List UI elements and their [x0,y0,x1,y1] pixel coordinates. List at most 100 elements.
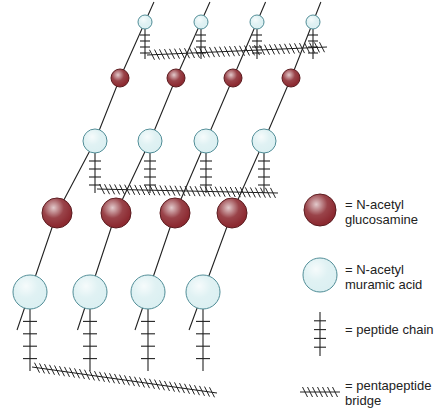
bridge-hash [295,43,300,53]
muramic-acid-circle [306,15,320,29]
bridge-hash [200,48,205,58]
bridge-hash [320,42,325,52]
peptide-tick [89,160,101,161]
bridge-hash [110,184,115,194]
bridge-hash [180,186,185,196]
bridge-hash [255,45,260,55]
bridge-hash [60,366,65,376]
bridge-hash [260,188,265,198]
peptide-tick [196,40,206,41]
bridge-hash [190,384,195,394]
muramic-acid-circle [13,275,47,309]
bridge-hash [175,382,180,392]
bridge-hash [290,44,295,54]
circle-shine [132,276,165,309]
peptide-tick [141,321,155,322]
bridge-hash [303,387,308,397]
bridge-hash [205,186,210,196]
bridge-hash [100,184,105,194]
circle-shine [14,276,47,309]
peptide-tick [196,34,206,35]
peptide-tick [200,168,212,169]
bridge-hash [190,186,195,196]
bridge-hash [230,187,235,197]
legend-swatch [304,194,336,226]
bridge-hash [230,46,235,56]
peptide-tick [83,346,97,347]
bridge-hash [215,187,220,197]
bridge-hash [308,387,313,397]
peptide-tick [89,176,101,177]
bridge-hash [300,43,305,53]
bridge-hash [95,371,100,381]
peptide-tick [140,40,150,41]
peptide-tick [144,176,156,177]
bridge-hash [35,363,40,373]
bridge-hash [205,387,210,397]
bridge-hash [190,48,195,58]
peptide-tick [200,184,212,185]
bridge-hash [175,186,180,196]
peptide-tick [23,346,37,347]
glucosamine-circle [101,198,131,228]
peptide-tick [23,333,37,334]
bridge-hash [110,373,115,383]
bridge-hash [180,48,185,58]
peptide-tick [314,320,326,321]
peptide-chain [319,312,320,356]
legend-samples [300,194,340,397]
peptide-chain [202,309,203,371]
bridge-hash [195,186,200,196]
bridge-hash [150,50,155,60]
glucosamine-circle [282,69,300,87]
peptide-chain [256,29,257,59]
peptide-tick [140,34,150,35]
legend-symbol [314,312,326,356]
peptide-tick [252,40,262,41]
bridge-hash [200,186,205,196]
bridge-hash [280,44,285,54]
bridge-hash [315,42,320,52]
peptide-tick [252,34,262,35]
bridge-hash [323,387,328,397]
glucosamine-circle [224,69,242,87]
peptide-tick [83,321,97,322]
bridge-hash [270,44,275,54]
bridge-hash [70,368,75,378]
muramic-acid-circle [186,275,220,309]
circle-shine [251,16,264,29]
peptide-tick [308,40,318,41]
glucosamine-circle [167,69,185,87]
bridge-hash [318,387,323,397]
peptide-tick [196,346,210,347]
bridge-hash [160,185,165,195]
bridge-hash [145,185,150,195]
peptide-tick [89,168,101,169]
bridge-hash [130,185,135,195]
peptide-tick [23,358,37,359]
bridge-hash [265,45,270,55]
bridge-hash [245,187,250,197]
bridge-hash [165,381,170,391]
bridge-hash [185,384,190,394]
bridge-hash [125,185,130,195]
bridge-hash [285,44,290,54]
circle-shine [283,70,300,87]
peptide-tick [144,168,156,169]
bridge-hash [165,49,170,59]
circle-shine [139,16,152,29]
glucosamine-circle [217,198,247,228]
peptide-tick [141,346,155,347]
bridge-hash [260,45,265,55]
bridge-hash [135,377,140,387]
circle-shine [225,70,242,87]
bridge-hash [210,187,215,197]
legend-swatch [303,258,337,292]
legend-label: = N-acetyl glucosamine [345,197,441,227]
bridge-hash [185,186,190,196]
legend-label: = pentapeptide bridge [345,378,441,408]
bridge-hash [125,375,130,385]
peptide-tick [258,176,270,177]
bridge-hash [245,46,250,56]
bridge-hash [333,387,338,397]
